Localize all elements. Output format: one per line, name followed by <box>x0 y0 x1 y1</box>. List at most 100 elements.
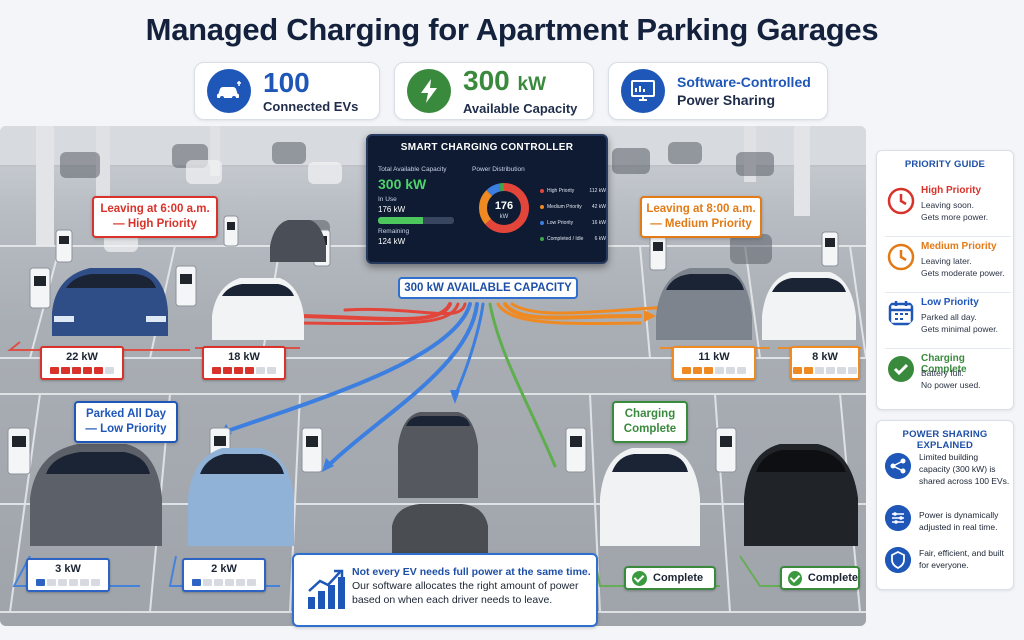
callout-complete-line1: Charging <box>624 408 676 420</box>
callout-medium-priority: Leaving at 8:00 a.m. — Medium Priority <box>640 196 762 238</box>
car-power-badge: 2 kW <box>182 558 266 592</box>
priority-guide-title: PRIORITY GUIDE <box>904 159 986 170</box>
callout-complete-line2: Complete <box>623 423 677 435</box>
guide-high-desc2: Gets more power. <box>921 212 989 222</box>
guide-item-low: Low Priority Parked all day. Gets minima… <box>885 297 1011 349</box>
power-level-bar <box>28 579 108 586</box>
legend-high-value: 112 kW <box>589 188 606 194</box>
car-power-badge: 22 kW <box>40 346 124 380</box>
callout-high-line1: Leaving at 6:00 a.m. <box>100 203 210 215</box>
priority-guide-panel: PRIORITY GUIDE High Priority Leaving soo… <box>876 150 1014 410</box>
note-headline: Not every EV needs full power at the sam… <box>352 566 591 578</box>
power-segment <box>715 367 724 374</box>
power-segment <box>69 579 78 586</box>
sharing-item: Limited building capacity (300 kW) is sh… <box>885 451 1011 499</box>
car-power-label: 2 kW <box>211 563 237 575</box>
power-segment <box>682 367 691 374</box>
callout-high-priority: Leaving at 6:00 a.m. — High Priority <box>92 196 218 238</box>
power-level-bar <box>674 367 754 374</box>
power-segment <box>212 367 221 374</box>
growth-chart-icon <box>308 569 345 609</box>
callout-high-line2: — High Priority <box>113 218 197 230</box>
sharing-text: Limited building capacity (300 kW) is sh… <box>919 452 1010 486</box>
donut-value: 176 <box>495 200 513 212</box>
guide-medium-desc1: Leaving later. <box>921 256 972 266</box>
distribution-label: Power Distribution <box>472 166 525 173</box>
guide-complete-desc2: No power used. <box>921 380 981 390</box>
callout-charging-complete: Charging Complete <box>612 401 688 443</box>
power-segment <box>804 367 813 374</box>
power-segment <box>793 367 802 374</box>
clock-icon <box>887 243 915 271</box>
car-power-badge: 3 kW <box>26 558 110 592</box>
total-capacity-value: 300 kW <box>378 176 427 192</box>
guide-high-desc1: Leaving soon. <box>921 200 974 210</box>
car-power-badge: 18 kW <box>202 346 286 380</box>
guide-complete-desc1: Battery full. <box>921 368 964 378</box>
guide-low-name: Low Priority <box>921 297 979 308</box>
legend-dot-medium <box>540 204 544 209</box>
power-segment <box>58 579 67 586</box>
evs-label: Connected EVs <box>263 98 359 114</box>
calendar-icon <box>888 301 914 326</box>
power-segment <box>36 579 45 586</box>
car-power-label: 8 kW <box>812 351 838 363</box>
power-segment <box>83 367 92 374</box>
callout-low-priority: Parked All Day — Low Priority <box>74 401 178 443</box>
power-level-bar <box>42 367 122 374</box>
power-segment <box>47 579 56 586</box>
power-level-bar <box>792 367 858 374</box>
power-segment <box>236 579 245 586</box>
legend-complete-label: Completed / Idle <box>547 236 584 242</box>
power-segment <box>247 579 256 586</box>
legend-medium-label: Medium Priority <box>547 204 582 210</box>
donut-unit: kW <box>500 214 509 220</box>
power-segment <box>256 367 265 374</box>
power-level-bar <box>184 579 264 586</box>
note-body: Our software allocates the right amount … <box>352 580 579 606</box>
check-icon <box>788 570 802 586</box>
check-circle-icon <box>888 356 914 382</box>
guide-medium-desc2: Gets moderate power. <box>921 268 1005 278</box>
smart-charging-controller: SMART CHARGING CONTROLLER Total Availabl… <box>366 134 608 264</box>
capacity-label: Available Capacity <box>463 100 578 116</box>
car-power-label: 22 kW <box>66 351 98 363</box>
sharing-text: Power is dynamically adjusted in real ti… <box>919 510 999 532</box>
in-use-label: In Use <box>378 196 397 203</box>
power-segment <box>693 367 702 374</box>
evs-count: 100 <box>263 66 310 98</box>
callout-low-line1: Parked All Day <box>85 408 167 420</box>
power-segment <box>192 579 201 586</box>
guide-item-complete: Charging Complete Battery full. No power… <box>885 353 1011 405</box>
stat-available-capacity: 300 kW Available Capacity <box>394 62 594 120</box>
guide-complete-name: Charging Complete <box>921 353 967 375</box>
power-segment <box>105 367 114 374</box>
guide-item-high: High Priority Leaving soon. Gets more po… <box>885 185 1011 237</box>
share-icon <box>885 453 911 479</box>
callout-medium-line2: — Medium Priority <box>650 218 752 230</box>
power-segment <box>737 367 746 374</box>
guide-high-name: High Priority <box>921 185 982 196</box>
page-title: Managed Charging for Apartment Parking G… <box>145 12 879 47</box>
capacity-badge: 300 kW AVAILABLE CAPACITY <box>398 277 578 299</box>
garage-illustration <box>0 126 866 613</box>
clock-icon <box>887 187 915 215</box>
in-use-value: 176 kW <box>378 205 406 214</box>
power-segment <box>245 367 254 374</box>
lightning-icon <box>407 69 451 113</box>
shield-icon <box>885 547 911 573</box>
power-segment <box>234 367 243 374</box>
legend-medium-value: 42 kW <box>591 204 606 210</box>
power-segment <box>267 367 276 374</box>
power-segment <box>848 367 857 374</box>
guide-item-medium: Medium Priority Leaving later. Gets mode… <box>885 241 1011 293</box>
power-segment <box>61 367 70 374</box>
power-segment <box>815 367 824 374</box>
power-segment <box>80 579 89 586</box>
software-line2: Power Sharing <box>677 92 776 108</box>
power-segment <box>203 579 212 586</box>
remaining-value: 124 kW <box>378 237 406 246</box>
donut-segment <box>479 183 529 233</box>
total-capacity-label: Total Available Capacity <box>378 166 447 173</box>
